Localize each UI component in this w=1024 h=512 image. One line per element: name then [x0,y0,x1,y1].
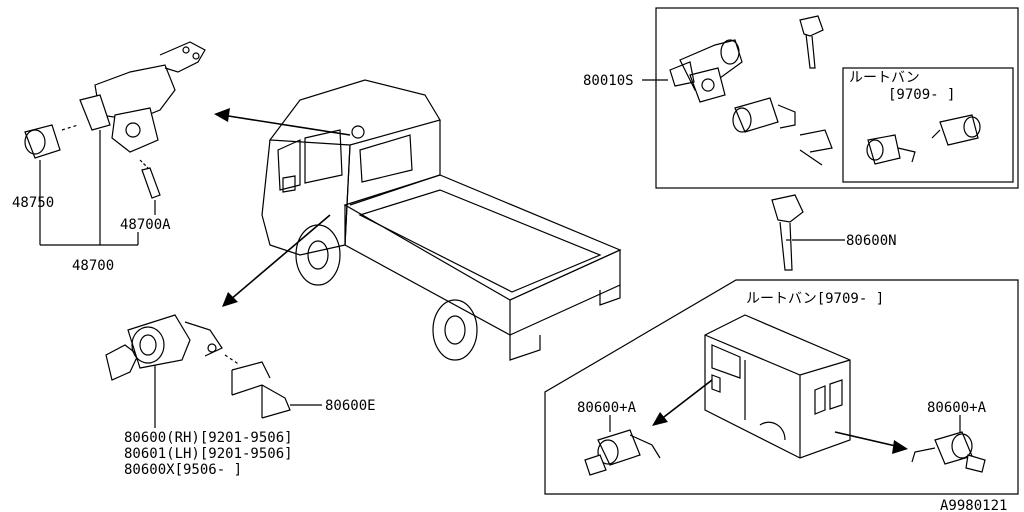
diagram-id: A9980121 [940,498,1007,512]
part-label-80600e: 80600E [325,398,376,414]
leader-lines-top-left [39,130,156,246]
van-lock-left-illustration [584,415,661,476]
part-label-80600n: 80600N [846,233,897,249]
van-lock-right-illustration [911,415,986,473]
lock-set-box [655,7,1019,189]
lock-set-illustration [669,15,981,166]
route-van-label-top: ルートバン [849,70,920,86]
part-label-48700: 48700 [72,258,114,274]
part-label-80600a-left: 80600+A [577,400,637,416]
route-van-box [544,279,1019,495]
part-label-48700a: 48700A [120,217,171,233]
part-label-48750: 48750 [12,195,54,211]
truck-illustration [261,79,622,361]
part-label-80601lh: 80601(LH)[9201-9506] [124,446,293,462]
route-van-title: ルートバン[9709- ] [746,291,884,307]
door-lock-set-illustration [105,314,291,419]
part-label-80600x: 80600X[9506- ] [124,462,242,478]
truck-callout-arrows [214,108,351,307]
part-label-80600rh: 80600(RH)[9201-9506] [124,430,293,446]
route-van-date-top: [9709- ] [888,87,955,103]
route-van-illustration [704,314,851,459]
van-callout-arrows [652,379,908,454]
part-label-80600a-right: 80600+A [927,400,987,416]
ignition-switch-assembly-illustration [24,41,206,199]
route-van-sub-box [842,67,1014,183]
part-label-80010s: 80010S [583,73,634,89]
key-80600n-illustration [771,194,804,271]
